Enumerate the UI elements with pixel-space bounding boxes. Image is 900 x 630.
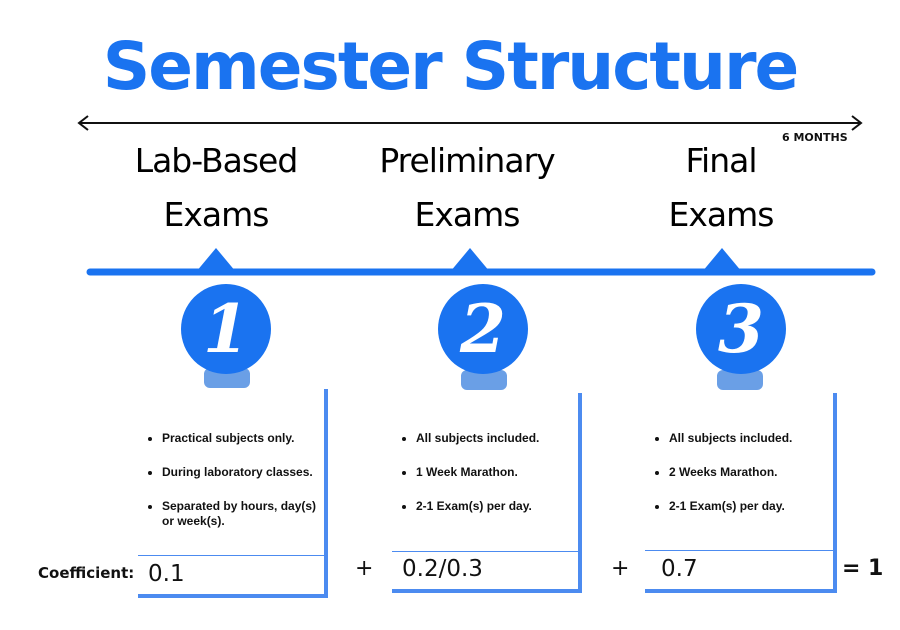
total-value: 1 [868, 556, 884, 581]
coefficient-value: 0.1 [138, 555, 324, 593]
list-item: 1 Week Marathon. [416, 465, 578, 480]
number-shadow [204, 368, 250, 388]
timeline-marker [196, 248, 236, 272]
stage-title-line: Final [685, 141, 757, 180]
coefficient-label: Coefficient: [38, 564, 135, 582]
timeline-marker [702, 248, 742, 272]
stage-number: 3 [718, 290, 764, 368]
stage-title-line: Exams [163, 195, 270, 234]
timeline-marker [450, 248, 490, 272]
equals-operator: = [842, 556, 861, 581]
plus-operator: + [611, 556, 630, 581]
bullet-list: Practical subjects only. During laborato… [138, 431, 324, 529]
stage-number-badge: 3 [696, 284, 786, 374]
list-item: Practical subjects only. [162, 431, 324, 446]
stage-card-preliminary: All subjects included. 1 Week Marathon. … [392, 393, 582, 593]
timeline-bar [86, 248, 876, 276]
duration-arrow [77, 115, 863, 131]
stage-number: 1 [203, 290, 249, 368]
stage-number-badge: 2 [438, 284, 528, 374]
stage-title-line: Preliminary [379, 141, 555, 180]
stage-number-badge: 1 [181, 284, 271, 374]
bullet-list: All subjects included. 2 Weeks Marathon.… [645, 431, 833, 514]
stage-title-line: Lab-Based [134, 141, 299, 180]
stage-title-line: Exams [414, 195, 521, 234]
list-item: All subjects included. [416, 431, 578, 446]
stage-title-lab-based: Lab-Based Exams [91, 134, 341, 242]
stage-card-lab-based: Practical subjects only. During laborato… [138, 389, 328, 598]
stage-title-final: Final Exams [596, 134, 846, 242]
duration-label: 6 MONTHS [782, 131, 848, 144]
list-item: All subjects included. [669, 431, 833, 446]
list-item: During laboratory classes. [162, 465, 324, 480]
stage-title-line: Exams [668, 195, 775, 234]
plus-operator: + [355, 556, 374, 581]
stage-card-final: All subjects included. 2 Weeks Marathon.… [645, 393, 837, 593]
list-item: Separated by hours, day(s) or week(s). [162, 499, 324, 529]
number-shadow [717, 370, 763, 390]
stage-title-preliminary: Preliminary Exams [342, 134, 592, 242]
page-title: Semester Structure [102, 28, 800, 105]
list-item: 2-1 Exam(s) per day. [416, 499, 578, 514]
bullet-list: All subjects included. 1 Week Marathon. … [392, 431, 578, 514]
coefficient-value: 0.2/0.3 [392, 551, 578, 588]
stage-number: 2 [460, 290, 506, 368]
coefficient-value: 0.7 [645, 550, 833, 588]
list-item: 2-1 Exam(s) per day. [669, 499, 833, 514]
number-shadow [461, 370, 507, 390]
list-item: 2 Weeks Marathon. [669, 465, 833, 480]
